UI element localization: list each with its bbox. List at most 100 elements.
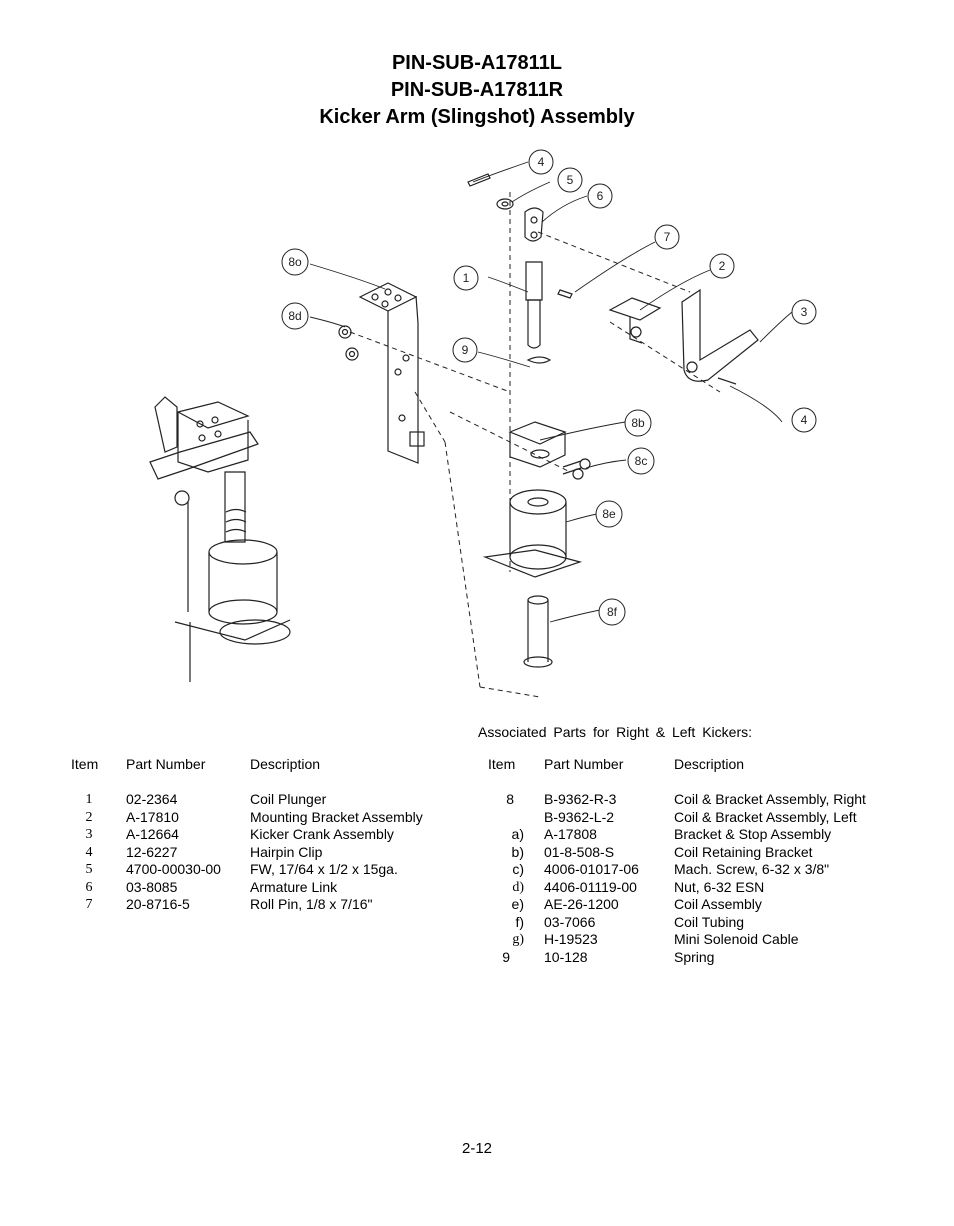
page-number: 2-12 xyxy=(461,1140,493,1157)
table-row: B-9362-L-2 Coil & Bracket Assembly, Left xyxy=(478,809,918,827)
table-row: a) A-17808 Bracket & Stop Assembly xyxy=(478,826,918,844)
part-number: B-9362-L-2 xyxy=(544,808,615,825)
callout-label: 3 xyxy=(801,305,808,319)
part-description: Armature Link xyxy=(250,878,338,895)
callout-4-right xyxy=(791,407,817,433)
part-description: Roll Pin, 1/8 x 7/16" xyxy=(250,896,373,912)
callout-label: 8o xyxy=(288,255,302,269)
callout-label: 8c xyxy=(635,454,648,468)
item-number: c) xyxy=(512,861,524,877)
callout-label: 8b xyxy=(631,416,645,430)
associated-parts-heading: Associated Parts for Right & Left Kicker… xyxy=(478,724,752,740)
part-description: Bracket & Stop Assembly xyxy=(674,826,832,842)
callout-9 xyxy=(452,337,478,363)
item-number: 3 xyxy=(85,827,93,842)
title-assembly: Kicker Arm (Slingshot) Assembly xyxy=(319,106,635,128)
callout-4-top xyxy=(528,149,554,175)
part-number: A-12664 xyxy=(126,826,179,842)
item-number: 7 xyxy=(85,897,93,912)
callout-label: 1 xyxy=(463,271,470,285)
item-number: b) xyxy=(511,843,524,860)
callout-label: 8e xyxy=(602,507,616,521)
part-number: 4006-01017-06 xyxy=(544,861,639,877)
callout-label: 6 xyxy=(597,189,604,203)
right-header-item: Item xyxy=(488,756,516,772)
part-description: Coil & Bracket Assembly, Left xyxy=(674,808,857,825)
table-row: 6 03-8085 Armature Link xyxy=(74,879,454,897)
callout-label: 2 xyxy=(719,259,726,273)
part-number: 10-128 xyxy=(544,948,588,965)
title-part-right: PIN-SUB-A17811R xyxy=(390,79,564,101)
callout-8b xyxy=(624,409,652,437)
table-row: 3 A-12664 Kicker Crank Assembly xyxy=(74,826,454,844)
callout-8d xyxy=(281,302,309,330)
item-number: 4 xyxy=(85,844,93,860)
part-number: A-17808 xyxy=(544,826,597,842)
part-number: 03-8085 xyxy=(126,878,178,895)
table-row: 5 4700-00030-00 FW, 17/64 x 1/2 x 15ga. xyxy=(74,861,454,879)
table-row: c) 4006-01017-06 Mach. Screw, 6-32 x 3/8… xyxy=(478,861,918,879)
part-description: Coil Plunger xyxy=(250,791,327,807)
table-row: b) 01-8-508-S Coil Retaining Bracket xyxy=(478,844,918,862)
left-header-item: Item xyxy=(71,756,99,772)
part-number: AE-26-1200 xyxy=(544,896,619,912)
callout-label: 8f xyxy=(607,605,618,619)
table-row: 1 02-2364 Coil Plunger xyxy=(74,791,454,809)
right-header-desc: Description xyxy=(674,756,745,772)
table-row: 8 B-9362-R-3 Coil & Bracket Assembly, Ri… xyxy=(478,791,918,809)
callout-label: 4 xyxy=(801,413,808,427)
callout-5 xyxy=(557,167,583,193)
item-number: 5 xyxy=(85,862,93,877)
part-number: 01-8-508-S xyxy=(544,843,615,860)
exploded-assembly-diagram: 4 5 6 7 1 2 3 8o 8d 9 8b 8c 4 8e 8f xyxy=(149,149,817,698)
part-number: H-19523 xyxy=(544,931,598,947)
part-description: Mounting Bracket Assembly xyxy=(250,808,423,825)
callout-2 xyxy=(709,253,735,279)
associated-parts-table: 8 B-9362-R-3 Coil & Bracket Assembly, Ri… xyxy=(478,791,918,966)
part-description: Nut, 6-32 ESN xyxy=(674,878,765,895)
table-row: 9 10-128 Spring xyxy=(478,949,918,967)
part-description: Hairpin Clip xyxy=(250,843,323,860)
callout-1 xyxy=(453,265,479,291)
part-number: 03-7066 xyxy=(544,913,596,930)
item-number: a) xyxy=(511,826,524,842)
table-row: f) 03-7066 Coil Tubing xyxy=(478,914,918,932)
part-description: Coil Assembly xyxy=(674,896,762,912)
item-number: 2 xyxy=(85,809,93,825)
item-number: 6 xyxy=(85,879,93,895)
part-description: FW, 17/64 x 1/2 x 15ga. xyxy=(250,861,398,877)
item-number: 1 xyxy=(85,792,93,807)
item-number: 9 xyxy=(502,948,510,965)
callout-label: 8d xyxy=(288,309,301,323)
callout-6 xyxy=(587,183,613,209)
table-row: 2 A-17810 Mounting Bracket Assembly xyxy=(74,809,454,827)
part-number: 4700-00030-00 xyxy=(126,861,221,877)
item-number: 8 xyxy=(506,791,514,807)
callout-8e xyxy=(595,500,623,528)
table-row: 4 12-6227 Hairpin Clip xyxy=(74,844,454,862)
callout-7 xyxy=(654,224,680,250)
part-number: A-17810 xyxy=(126,808,179,825)
callout-8c xyxy=(627,447,655,475)
table-row: e) AE-26-1200 Coil Assembly xyxy=(478,896,918,914)
part-description: Mach. Screw, 6-32 x 3/8" xyxy=(674,861,830,877)
part-number: 12-6227 xyxy=(126,843,178,860)
left-parts-table: 1 02-2364 Coil Plunger 2 A-17810 Mountin… xyxy=(74,791,454,914)
item-number: d) xyxy=(512,879,524,895)
right-header-part: Part Number xyxy=(544,756,624,772)
callout-label: 4 xyxy=(538,155,545,169)
item-number: g) xyxy=(512,932,524,947)
part-number: 4406-01119-00 xyxy=(544,878,637,895)
part-description: Coil Tubing xyxy=(674,913,745,930)
part-description: Kicker Crank Assembly xyxy=(250,826,394,842)
part-number: B-9362-R-3 xyxy=(544,791,617,807)
table-row: d) 4406-01119-00 Nut, 6-32 ESN xyxy=(478,879,918,897)
callout-8o xyxy=(281,248,309,276)
callout-label: 9 xyxy=(462,343,469,357)
part-number: 02-2364 xyxy=(126,791,178,807)
table-row: 7 20-8716-5 Roll Pin, 1/8 x 7/16" xyxy=(74,896,454,914)
part-description: Coil & Bracket Assembly, Right xyxy=(674,791,866,807)
part-number: 20-8716-5 xyxy=(126,896,190,912)
part-description: Mini Solenoid Cable xyxy=(674,931,799,947)
callout-8f xyxy=(598,598,626,626)
